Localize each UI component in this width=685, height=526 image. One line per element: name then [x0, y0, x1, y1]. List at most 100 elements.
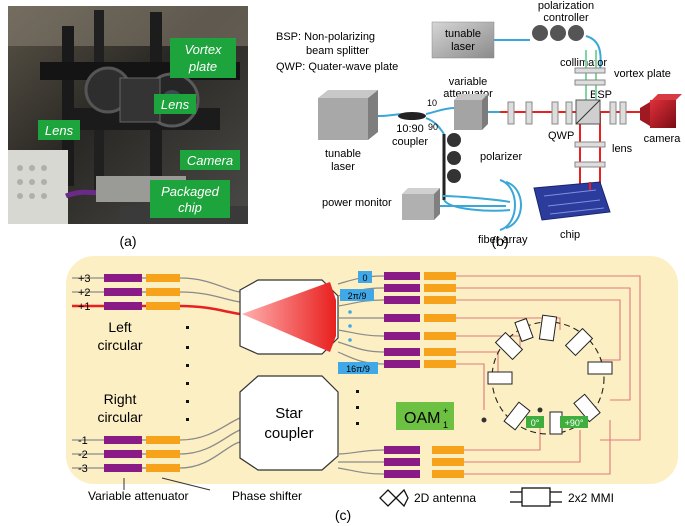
caption-c: (c) — [335, 507, 351, 523]
phase-tag-0: 0 — [358, 271, 372, 283]
array-waveguides — [337, 275, 385, 475]
label-polarization-controller-2: controller — [543, 12, 589, 24]
label-left-circular-1: Left — [108, 319, 131, 335]
port-label-plus1: +1 — [78, 301, 91, 313]
svg-text:0°: 0° — [531, 418, 540, 428]
mmi-icon — [510, 487, 562, 507]
svg-text:coupler: coupler — [392, 136, 428, 148]
svg-text:Vortex: Vortex — [184, 42, 222, 57]
label-vortex-plate: Vortex plate — [170, 38, 236, 78]
svg-text:16π/9: 16π/9 — [346, 364, 370, 374]
routing-junctions — [481, 407, 543, 423]
attenuators-left — [104, 274, 142, 472]
svg-text:2π/9: 2π/9 — [348, 291, 367, 301]
tag-dots — [348, 310, 352, 342]
svg-text:+: + — [443, 406, 448, 416]
input-highlight-path — [72, 304, 241, 316]
port-label-plus2: +2 — [78, 287, 91, 299]
oam-label: OAM + 1 — [396, 402, 454, 430]
label-power-monitor: power monitor — [322, 197, 392, 209]
camera-b: camera — [640, 94, 682, 145]
label-qwp: QWP — [548, 130, 574, 142]
label-camera: Camera — [180, 150, 240, 170]
svg-text:coupler: coupler — [264, 425, 313, 442]
bsp-cube — [575, 99, 601, 125]
chip-b: chip — [533, 181, 611, 241]
fiber-loop — [441, 133, 511, 212]
label-lens-left: Lens — [38, 120, 80, 140]
label-polarizer: polarizer — [480, 151, 523, 163]
phase-tag-16pi9: 16π/9 — [338, 362, 378, 374]
mmi-elements — [487, 314, 613, 435]
panel-b-legend: BSP: Non-polarizing beam splitter QWP: Q… — [276, 31, 398, 73]
svg-text:tunable: tunable — [445, 28, 481, 40]
label-packaged-chip: Packaged chip — [150, 180, 230, 218]
polarization-controller — [494, 25, 602, 71]
coupler-10-90: 10:90 coupler 10 90 — [377, 98, 455, 148]
svg-text:10:90: 10:90 — [396, 123, 424, 135]
svg-text:laser: laser — [331, 161, 355, 173]
svg-text:BSP: Non-polarizing: BSP: Non-polarizing — [276, 31, 375, 43]
legend-antenna: 2D antenna — [414, 491, 476, 505]
ellipsis-dots-left — [186, 326, 189, 421]
label-vortex-plate-b: vortex plate — [614, 68, 671, 80]
svg-text:plate: plate — [188, 59, 217, 74]
lower-star-coupler: Star coupler — [239, 375, 339, 471]
svg-text:Camera: Camera — [187, 153, 233, 168]
svg-text:camera: camera — [644, 133, 682, 145]
power-monitor — [402, 188, 506, 220]
label-lens-right: Lens — [154, 94, 196, 114]
svg-text:fiber array: fiber array — [478, 234, 528, 246]
variable-attenuator-b — [454, 94, 500, 130]
input-waveguides — [72, 277, 241, 469]
svg-text:QWP: Quater-wave plate: QWP: Quater-wave plate — [276, 61, 398, 73]
svg-text:Star: Star — [275, 405, 303, 422]
pointer-phase-shifter — [161, 477, 211, 491]
antenna-icon — [379, 488, 409, 508]
tunable-laser-left: tunable laser — [318, 90, 378, 173]
svg-text:chip: chip — [560, 229, 580, 241]
fiber-array: fiber array — [478, 179, 528, 246]
port-label-minus1: -1 — [78, 435, 88, 447]
phase-tag-2pi9: 2π/9 — [340, 289, 374, 301]
port-label-plus3: +3 — [78, 273, 91, 285]
svg-text:Packaged: Packaged — [161, 184, 220, 199]
port-label-minus3: -3 — [78, 463, 88, 475]
svg-text:chip: chip — [178, 200, 202, 215]
ellipsis-dots-mid — [356, 390, 359, 425]
phase-shifters-left — [146, 274, 180, 472]
tunable-laser-top: tunable laser — [431, 21, 495, 59]
label-right-circular-2: circular — [97, 409, 142, 425]
label-bsp: BSP — [590, 89, 612, 101]
label-right-circular-1: Right — [104, 391, 137, 407]
label-collimator: collimator — [560, 57, 607, 69]
legend-phase-shifter: Phase shifter — [232, 489, 302, 503]
svg-text:tunable: tunable — [325, 148, 361, 160]
label-variable-attenuator-1: variable — [449, 76, 488, 88]
caption-a: (a) — [119, 233, 136, 249]
attenuators-right — [384, 272, 420, 478]
upper-star-coupler — [239, 279, 339, 355]
caption-b: (b) — [491, 233, 508, 249]
angle-tag-0: 0° — [526, 416, 544, 428]
svg-text:beam splitter: beam splitter — [306, 45, 369, 57]
port-label-minus2: -2 — [78, 449, 88, 461]
label-left-circular-2: circular — [97, 337, 142, 353]
svg-text:10: 10 — [427, 98, 437, 108]
svg-text:laser: laser — [451, 41, 475, 53]
svg-text:+90°: +90° — [565, 418, 584, 428]
label-lens-b: lens — [612, 143, 633, 155]
svg-text:0: 0 — [362, 273, 367, 283]
svg-text:Lens: Lens — [45, 123, 74, 138]
svg-text:Lens: Lens — [161, 97, 190, 112]
label-polarization-controller-1: polarization — [538, 0, 594, 12]
legend-mmi: 2x2 MMI — [568, 491, 614, 505]
angle-tag-90: +90° — [560, 416, 588, 428]
routing-waveguides — [456, 275, 641, 475]
svg-text:90: 90 — [428, 122, 438, 132]
optical-elements — [507, 67, 627, 168]
legend-variable-attenuator: Variable attenuator — [88, 489, 189, 503]
phase-shifters-right — [424, 272, 464, 478]
svg-text:OAM: OAM — [404, 410, 440, 427]
svg-text:1: 1 — [443, 420, 448, 430]
